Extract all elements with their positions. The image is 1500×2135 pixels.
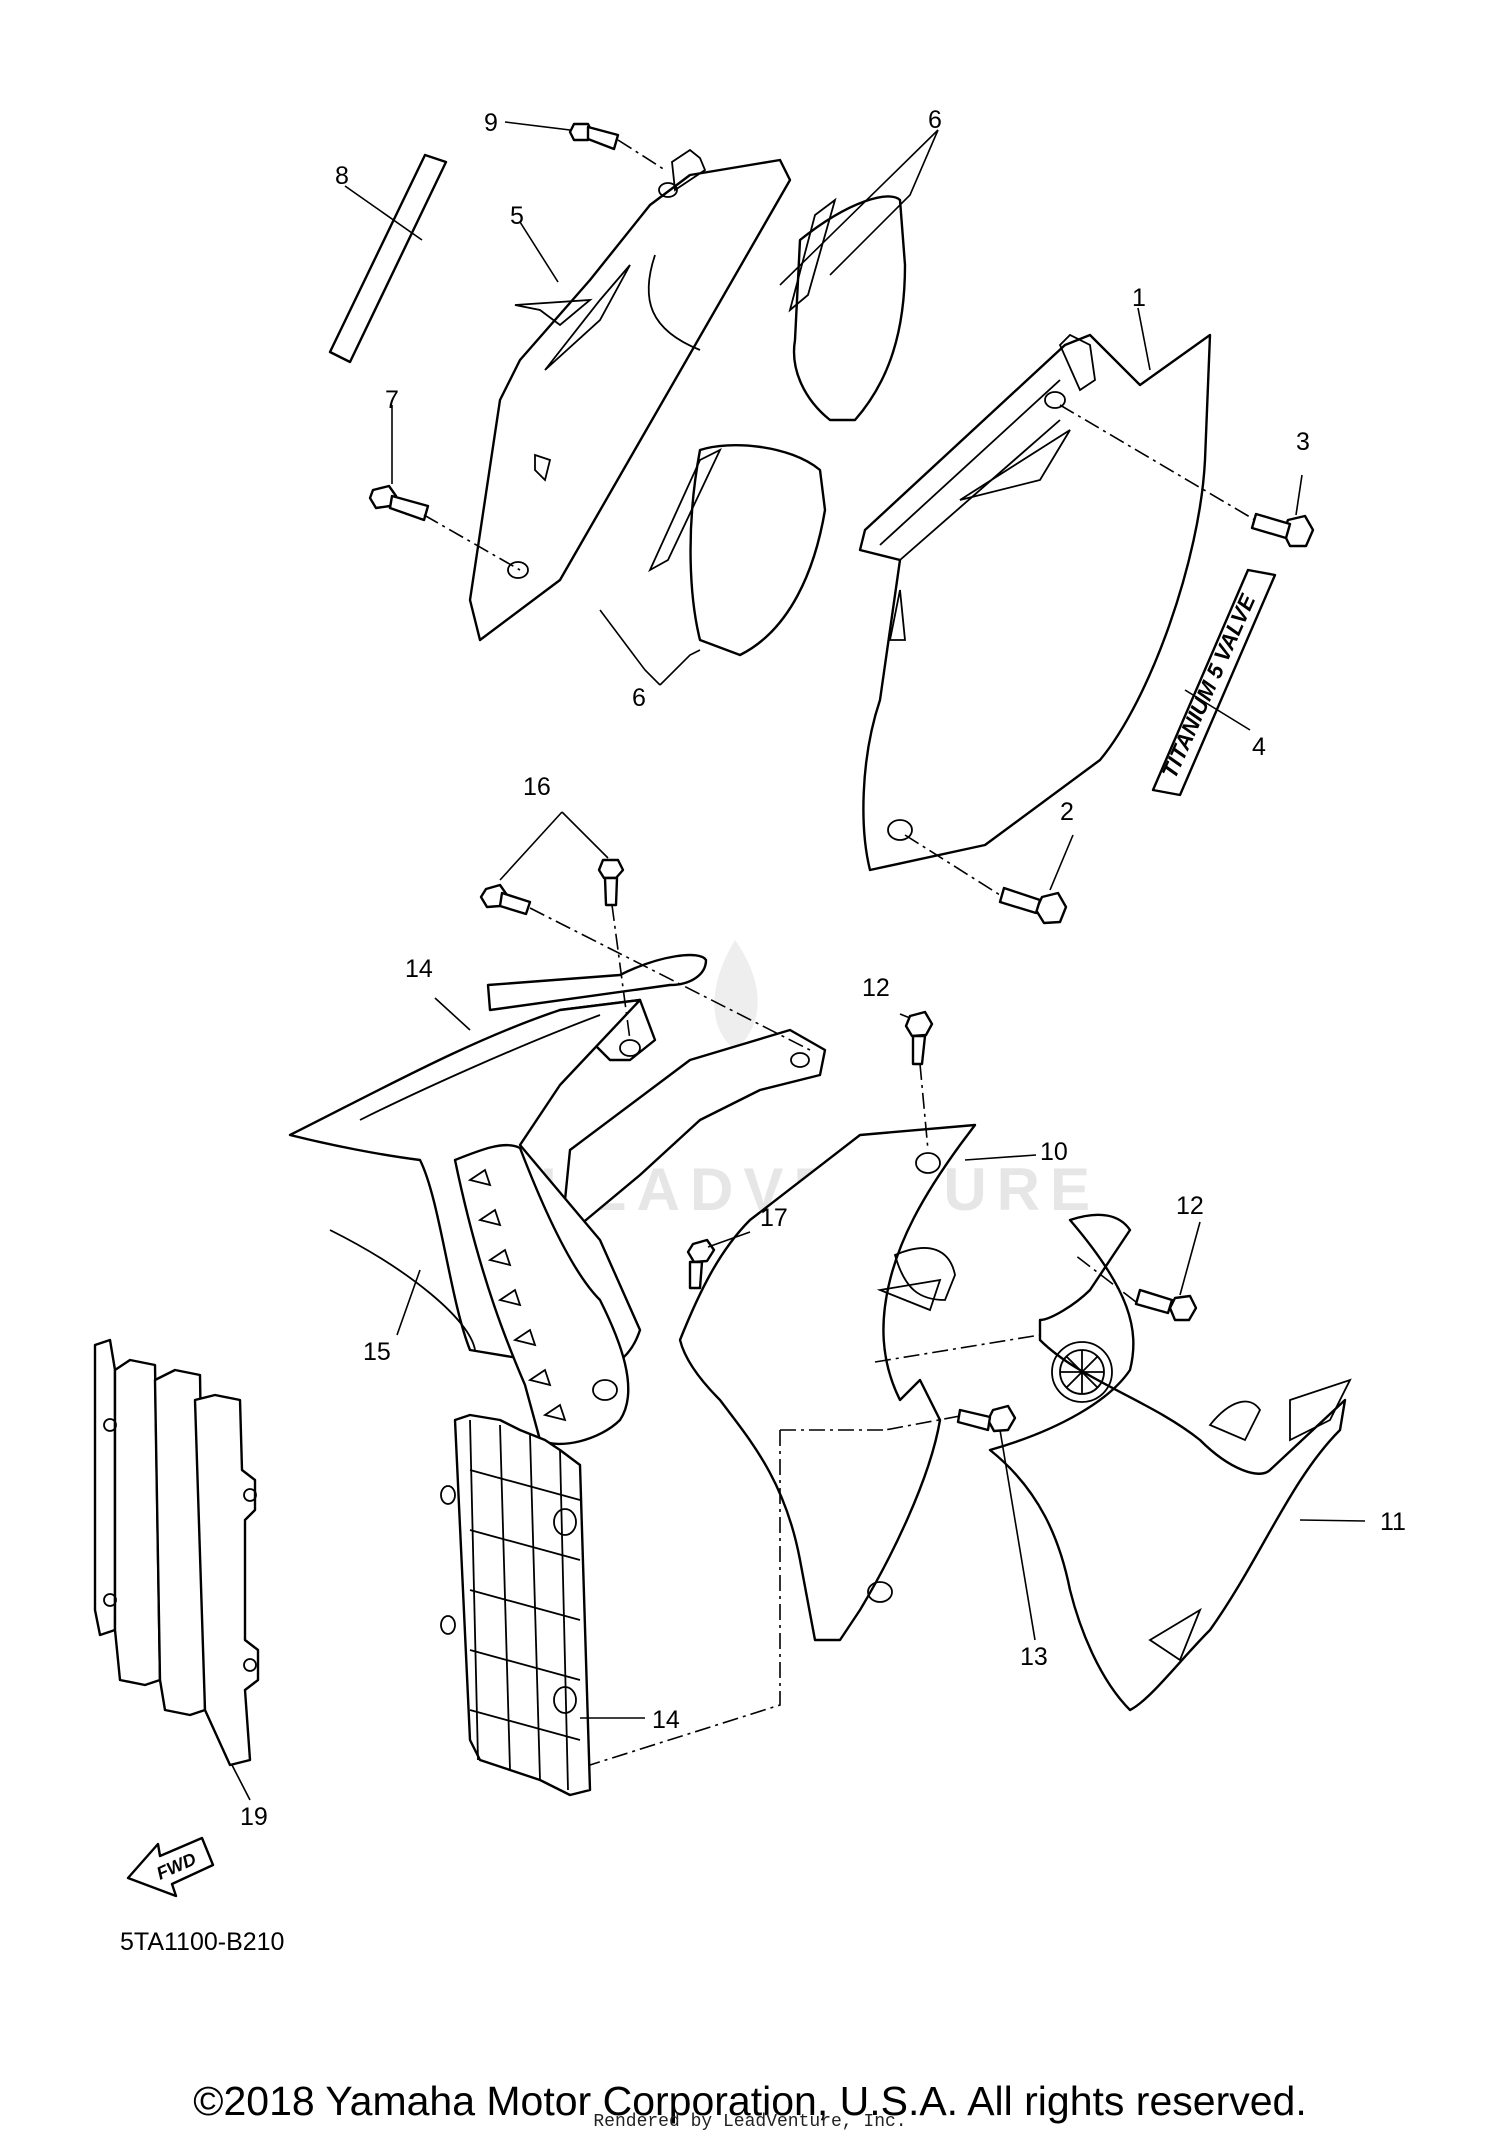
part-7-bolt[interactable] [368,484,430,522]
callout-12-upper: 12 [862,974,890,1002]
callout-19: 19 [240,1803,268,1831]
assembly-line [589,1430,781,1766]
callout-10: 10 [1040,1138,1068,1166]
assembly-line [1059,404,1256,521]
assembly-line [423,514,521,571]
part-2-bolt[interactable] [998,886,1068,925]
leader-lines [231,121,1366,1801]
part-17-bolt-left[interactable] [479,883,532,916]
diagram-code: 5TA1100-B210 [120,1928,284,1956]
callout-5: 5 [510,202,524,230]
part-1-side-cover[interactable] [858,333,1212,872]
callout-18: 17 [760,1204,788,1232]
callout-12-lower: 12 [1176,1192,1204,1220]
part-6-pad-lower[interactable] [648,443,827,657]
callout-13: 13 [1020,1643,1048,1671]
callout-11: 11 [1380,1508,1406,1536]
part-6-pad-upper[interactable] [788,195,907,422]
part-5-side-cover-frame[interactable] [468,148,792,642]
assembly-line [904,834,1001,896]
part-11-graphic[interactable] [988,1213,1352,1712]
part-8-bolt[interactable] [568,122,620,151]
callout-3: 3 [1296,428,1310,456]
callout-7: 7 [385,386,399,414]
callout-15: 14 [405,955,433,983]
callout-17: 16 [523,773,551,801]
part-19-radiator-guard[interactable] [93,1338,260,1767]
assembly-line [884,1415,961,1431]
assembly-line [874,1334,1041,1363]
part-3-bolt[interactable] [1250,512,1315,548]
part-14-louver[interactable] [440,1413,592,1797]
part-13-bolt[interactable] [956,1404,1017,1433]
part-12-screw-lower[interactable] [1134,1288,1198,1322]
callout-4: 4 [1252,733,1266,761]
callout-14: 14 [652,1706,680,1734]
assembly-line [529,907,811,1051]
callout-numbers: 8 5 9 7 6 6 1 3 4 2 16 14 12 10 12 17 15… [240,106,1406,1831]
callout-6-lower: 6 [632,684,646,712]
assembly-line [617,139,666,171]
callout-1: 1 [1132,284,1146,312]
part-18-bolt[interactable] [686,1238,716,1290]
rendered-by-credit: Rendered by LeadVenture, Inc. [593,2112,907,2132]
assembly-line [611,904,631,1041]
part-12-screw-upper[interactable] [904,1010,934,1066]
callout-16: 15 [363,1338,391,1366]
part-9-strip[interactable] [328,153,448,364]
part-16-shroud-inner[interactable] [288,998,642,1446]
part-17-bolt-right[interactable] [597,858,625,907]
part-10-shroud[interactable] [678,1123,977,1642]
callout-6-upper: 6 [928,106,942,134]
assembly-line [919,1063,929,1151]
callout-8: 9 [484,109,498,137]
callout-2: 2 [1060,798,1074,826]
fwd-arrow: FWD [126,1836,215,1898]
copyright-notice: ©2018 Yamaha Motor Corporation, U.S.A. A… [193,2078,1307,2124]
callout-9: 8 [335,162,349,190]
assembly-line [1074,1254,1137,1303]
